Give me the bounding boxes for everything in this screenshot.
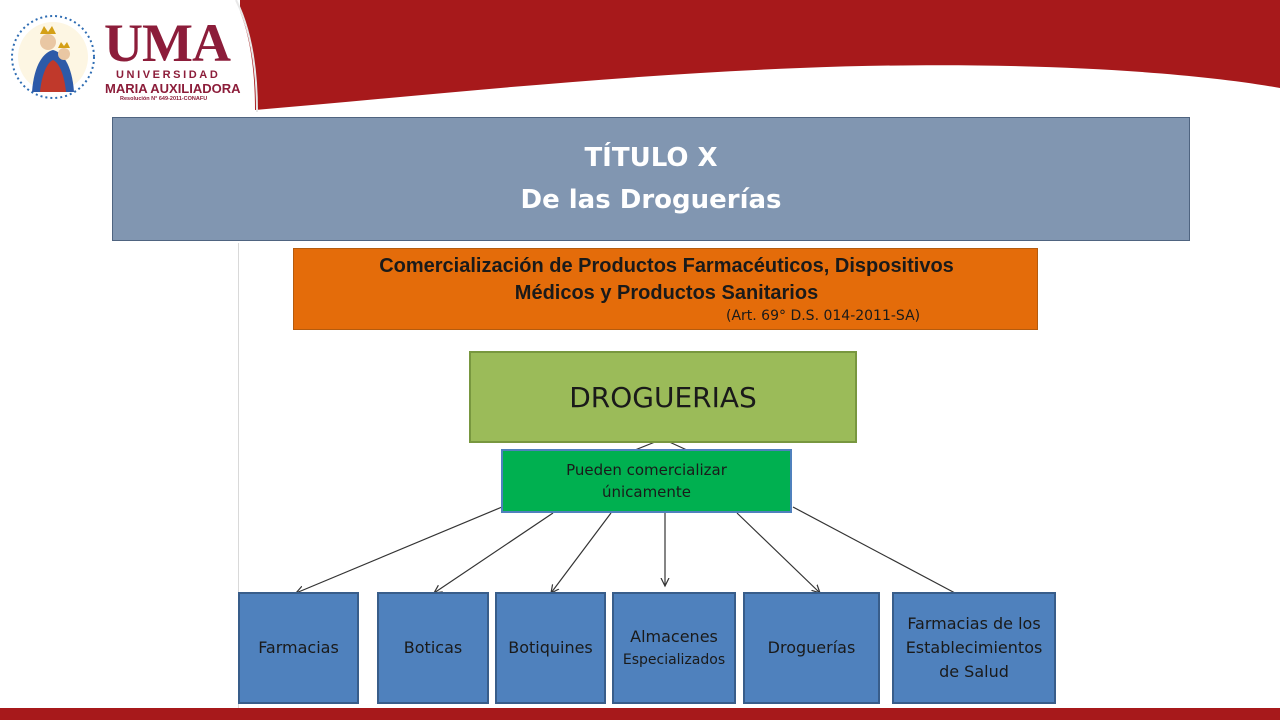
virgin-mary-seal-icon — [11, 15, 95, 99]
child-label: Boticas — [403, 638, 463, 657]
child-label: de Salud — [939, 662, 1009, 681]
child-box-droguerias: Droguerías — [743, 592, 880, 704]
connector-line-2: únicamente — [601, 483, 692, 501]
logo-universidad: UNIVERSIDAD — [116, 69, 221, 81]
child-box-farmacias-establecimientos-salud: Farmacias de los Establecimientos de Sal… — [892, 592, 1056, 704]
child-label: Almacenes — [630, 627, 718, 646]
slide-subtitle: De las Droguerías — [520, 185, 782, 215]
child-label: Droguerías — [767, 638, 856, 657]
connector-line-1: Pueden comercializar — [566, 461, 727, 479]
logo-resolution: Resolución N° 649-2011-CONAFU — [120, 96, 208, 102]
diagram-left-edge — [238, 243, 239, 708]
arrow-to-botiquines — [551, 512, 612, 593]
child-label: Farmacias — [258, 638, 339, 657]
university-logo: UMA UNIVERSIDAD MARIA AUXILIADORA Resolu… — [8, 12, 248, 102]
child-box-farmacias: Farmacias — [238, 592, 359, 704]
logo-wordmark: UMA — [104, 13, 231, 73]
child-label: Botiquines — [508, 638, 593, 657]
child-box-botiquines: Botiquines — [495, 592, 606, 704]
footer-bar — [0, 708, 1280, 720]
slide-title: TÍTULO X — [584, 143, 718, 173]
arrow-to-droguerias — [736, 512, 820, 593]
header-line-2: Médicos y Productos Sanitarios — [514, 282, 819, 304]
child-box-boticas: Boticas — [377, 592, 489, 704]
header-legal-reference: (Art. 69° D.S. 014-2011-SA) — [726, 308, 921, 324]
droguerias-root-box: DROGUERIAS — [469, 351, 857, 443]
logo-full-name: MARIA AUXILIADORA — [105, 81, 241, 96]
child-label: Establecimientos — [905, 638, 1043, 657]
arrow-to-farmacias-salud — [792, 506, 956, 594]
header-line-1: Comercialización de Productos Farmacéuti… — [379, 255, 954, 277]
commercialization-header-box: Comercialización de Productos Farmacéuti… — [293, 248, 1038, 330]
child-box-almacenes-especializados: Almacenes Especializados — [612, 592, 736, 704]
child-label: Farmacias de los — [907, 614, 1041, 633]
slide-title-box: TÍTULO X De las Droguerías — [112, 117, 1190, 241]
child-label: Especializados — [622, 652, 726, 668]
arrow-to-farmacias — [296, 506, 503, 593]
arrow-to-boticas — [434, 512, 554, 593]
pueden-comercializar-box: Pueden comercializar únicamente — [501, 449, 792, 513]
